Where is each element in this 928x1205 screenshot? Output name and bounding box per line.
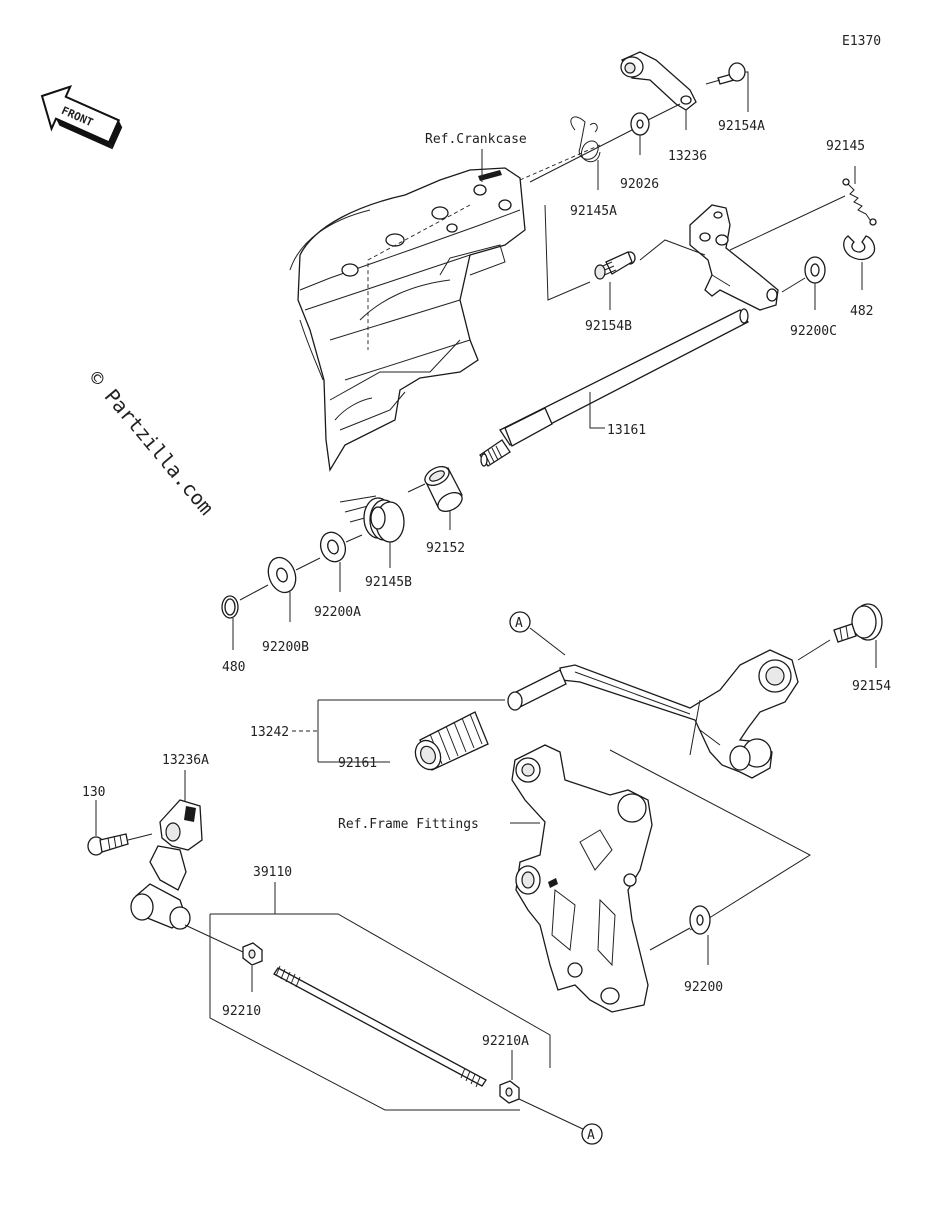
crankcase-housing <box>289 167 526 472</box>
label-130[interactable]: 130 <box>82 785 105 800</box>
part-92200-washer[interactable] <box>689 905 711 935</box>
label-92026[interactable]: 92026 <box>620 177 659 192</box>
part-13236A-lever[interactable] <box>130 799 203 930</box>
part-13161-shift-shaft[interactable] <box>479 308 749 467</box>
label-92210A[interactable]: 92210A <box>482 1034 529 1049</box>
label-92154A[interactable]: 92154A <box>718 119 765 134</box>
callout-a-top[interactable] <box>509 611 531 633</box>
part-92145B-spring[interactable] <box>339 495 405 543</box>
label-92200A[interactable]: 92200A <box>314 605 361 620</box>
callout-a-top-label[interactable]: A <box>515 616 523 631</box>
callout-a-bottom[interactable] <box>581 1123 603 1145</box>
front-arrow-icon: FRONT <box>40 85 123 150</box>
label-13236[interactable]: 13236 <box>668 149 707 164</box>
part-92154A-bolt[interactable] <box>705 62 746 85</box>
part-480-circlip[interactable] <box>221 595 239 619</box>
label-92200[interactable]: 92200 <box>684 980 723 995</box>
label-92145B[interactable]: 92145B <box>365 575 412 590</box>
part-92026-washer[interactable] <box>630 112 650 136</box>
label-92161[interactable]: 92161 <box>338 756 377 771</box>
label-13236A[interactable]: 13236A <box>162 753 209 768</box>
part-92200A-washer[interactable] <box>317 529 350 565</box>
watermark: © Partzilla.com <box>84 366 218 520</box>
shift-arm-bracket <box>689 204 779 311</box>
label-92152[interactable]: 92152 <box>426 541 465 556</box>
part-92152-bushing[interactable] <box>422 463 465 515</box>
part-482-circlip[interactable] <box>843 235 876 261</box>
part-92154B-bolt[interactable] <box>594 251 636 280</box>
part-130-bolt[interactable] <box>87 833 129 856</box>
label-13161[interactable]: 13161 <box>607 423 646 438</box>
part-92210A-nut[interactable] <box>499 1080 520 1104</box>
part-92200B-washer[interactable] <box>264 554 301 597</box>
label-92200B[interactable]: 92200B <box>262 640 309 655</box>
label-482[interactable]: 482 <box>850 304 873 319</box>
ref-frame-fittings-label: Ref.Frame Fittings <box>338 817 479 832</box>
label-13242[interactable]: 13242 <box>250 725 289 740</box>
label-92145A[interactable]: 92145A <box>570 204 617 219</box>
ref-crankcase-label: Ref.Crankcase <box>425 132 527 147</box>
callout-a-bottom-label[interactable]: A <box>587 1128 595 1143</box>
label-480[interactable]: 480 <box>222 660 245 675</box>
label-39110[interactable]: 39110 <box>253 865 292 880</box>
part-92154-bolt[interactable] <box>833 603 883 643</box>
part-13242-shift-pedal[interactable] <box>507 649 799 779</box>
part-92200C-washer[interactable] <box>804 256 826 284</box>
part-92145-spring[interactable] <box>842 178 877 226</box>
label-92210[interactable]: 92210 <box>222 1004 261 1019</box>
part-13236-link-arm[interactable] <box>620 51 697 111</box>
label-92200C[interactable]: 92200C <box>790 324 837 339</box>
label-92154B[interactable]: 92154B <box>585 319 632 334</box>
label-92145[interactable]: 92145 <box>826 139 865 154</box>
part-92145A-spring[interactable] <box>570 116 601 163</box>
frame-fittings-plate <box>511 744 653 1013</box>
part-92161-pedal-rubber[interactable] <box>411 711 489 774</box>
part-39110-tie-rod[interactable] <box>273 965 487 1088</box>
diagram-code: E1370 <box>842 34 881 49</box>
label-92154[interactable]: 92154 <box>852 679 891 694</box>
part-92210-nut[interactable] <box>242 942 263 966</box>
